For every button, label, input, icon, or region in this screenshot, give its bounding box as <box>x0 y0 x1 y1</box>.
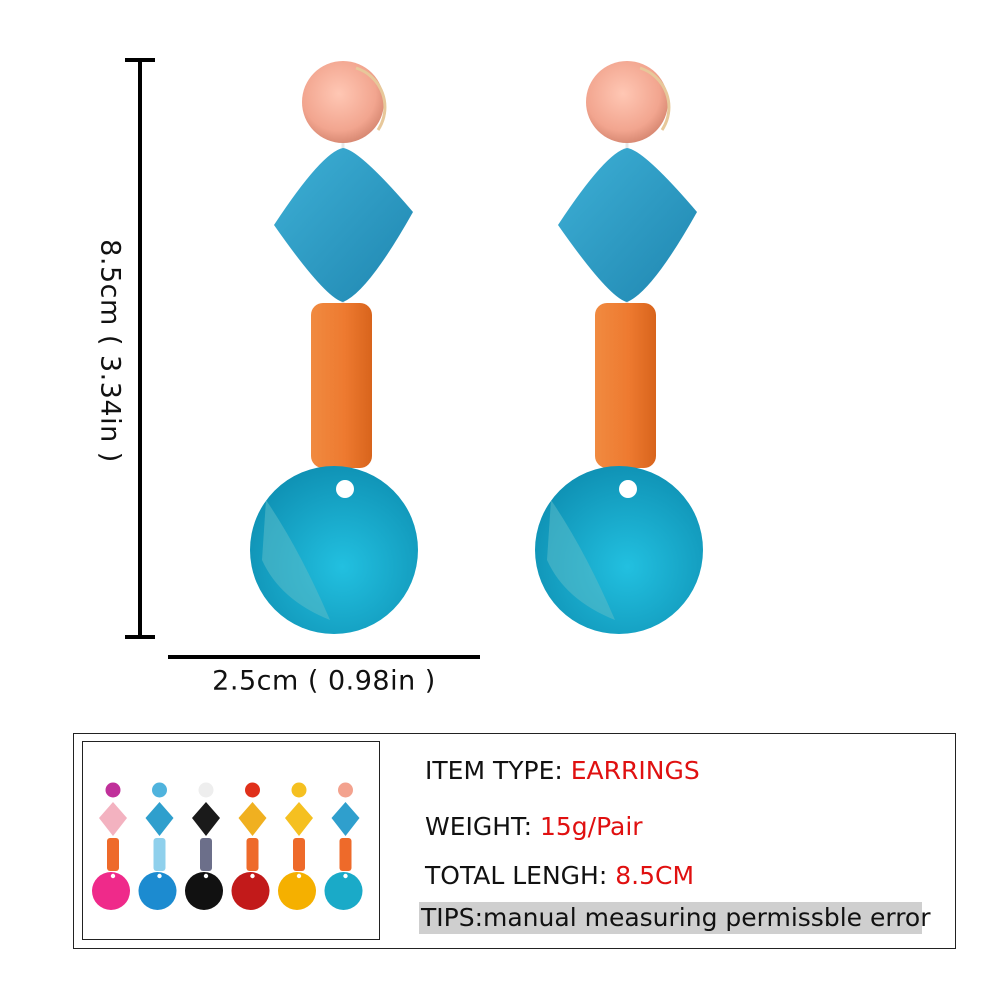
variant-tube <box>107 838 119 871</box>
variant-diamond <box>145 802 174 836</box>
earrings-illustration <box>125 58 703 659</box>
variant-tube <box>153 838 166 871</box>
variant-diamond <box>192 802 220 836</box>
item-type-row: ITEM TYPE: EARRINGS <box>425 756 700 785</box>
variant-diamond <box>99 802 127 836</box>
variant-tube <box>200 838 212 871</box>
height-dimension-line <box>125 58 155 639</box>
variant-disc-hole <box>296 873 302 879</box>
item-type-value: EARRINGS <box>570 756 700 785</box>
variant-earring <box>278 782 316 910</box>
weight-row: WEIGHT: 15g/Pair <box>425 812 643 841</box>
variant-earring <box>92 782 130 910</box>
variant-disc <box>231 872 270 910</box>
variant-disc <box>185 872 223 910</box>
item-type-key: ITEM TYPE: <box>425 756 563 785</box>
variant-disc-hole <box>250 873 255 879</box>
diamond-bead <box>274 148 413 302</box>
variant-tube <box>293 838 305 871</box>
total-length-value: 8.5CM <box>615 861 695 890</box>
variant-tube <box>246 838 259 871</box>
height-dimension-label: 8.5cm ( 3.34in ) <box>94 239 126 463</box>
total-length-row: TOTAL LENGH: 8.5CM <box>425 861 694 890</box>
color-variants-illustration <box>92 782 363 910</box>
variant-disc-hole <box>343 873 348 879</box>
variant-stud <box>105 782 121 798</box>
variant-earring <box>185 782 223 910</box>
variant-disc-hole <box>203 873 209 879</box>
weight-value: 15g/Pair <box>539 812 643 841</box>
variant-earring <box>324 782 363 910</box>
variant-disc-hole <box>110 873 116 879</box>
variant-earring <box>138 782 177 910</box>
width-dimension-label: 2.5cm ( 0.98in ) <box>212 665 436 697</box>
variant-diamond <box>238 802 267 836</box>
variant-disc-hole <box>157 873 162 879</box>
variant-earring <box>231 782 270 910</box>
variant-stud <box>245 782 260 798</box>
stud-bead <box>586 61 668 143</box>
product-info-panel: ITEM TYPE: EARRINGS WEIGHT: 15g/Pair TOT… <box>73 733 956 949</box>
earring-right <box>535 61 703 634</box>
variant-stud <box>338 782 353 798</box>
diamond-bead <box>558 148 697 302</box>
tube-bead <box>595 303 656 468</box>
stud-bead <box>302 61 384 143</box>
total-length-key: TOTAL LENGH: <box>425 861 608 890</box>
variant-stud <box>291 782 307 798</box>
color-variants-panel <box>82 741 380 940</box>
variant-diamond <box>285 802 313 836</box>
variant-disc <box>138 872 177 910</box>
variant-stud <box>198 782 214 798</box>
variant-disc <box>278 872 316 910</box>
variant-stud <box>152 782 167 798</box>
variant-tube <box>339 838 352 871</box>
tips-note: TIPS:manual measuring permissble error <box>419 902 931 934</box>
variant-disc <box>324 872 363 910</box>
tube-bead <box>311 303 372 468</box>
variant-disc <box>92 872 130 910</box>
earring-left <box>250 61 418 634</box>
variant-diamond <box>331 802 360 836</box>
weight-key: WEIGHT: <box>425 812 533 841</box>
